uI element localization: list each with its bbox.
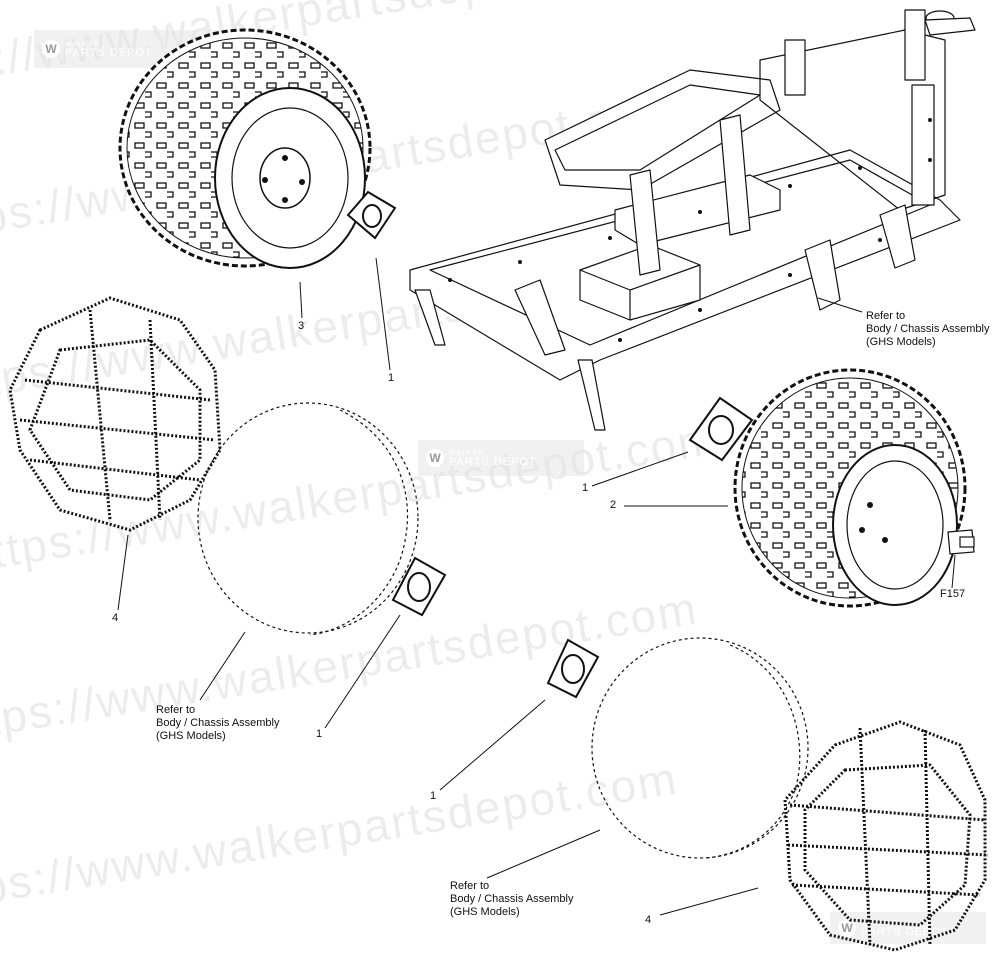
callout-1: 1 — [388, 372, 395, 384]
logo-icon: W — [426, 449, 444, 467]
callout-3: 3 — [298, 320, 305, 332]
reference-note-bottom: Refer to Body / Chassis Assembly (GHS Mo… — [450, 880, 574, 918]
tire-top-left — [118, 28, 372, 269]
logo-icon: W — [838, 919, 856, 937]
logo-icon: W — [42, 40, 60, 58]
callout-1: 1 — [316, 728, 323, 740]
adapter-plates — [346, 190, 754, 699]
callout-2: 2 — [610, 499, 617, 511]
watermark-logo: W WALKER PARTS DEPOT — [418, 440, 584, 476]
tire-outline-left — [197, 402, 419, 636]
leader-lines — [117, 257, 956, 916]
tire-chain-left — [8, 296, 222, 532]
reference-note-left: Refer to Body / Chassis Assembly (GHS Mo… — [156, 704, 280, 742]
reference-note-right: Refer to Body / Chassis Assembly (GHS Mo… — [866, 310, 990, 348]
tire-right — [733, 368, 975, 608]
chassis-frame — [409, 9, 976, 431]
callout-1: 1 — [430, 790, 437, 802]
tire-outline-bottom — [591, 637, 809, 859]
callout-f157: F157 — [940, 588, 966, 600]
callout-1: 1 — [582, 482, 589, 494]
lug-bolt — [947, 529, 975, 555]
callout-4: 4 — [112, 612, 119, 624]
tire-chain-right — [783, 720, 989, 952]
callout-4: 4 — [645, 914, 652, 926]
